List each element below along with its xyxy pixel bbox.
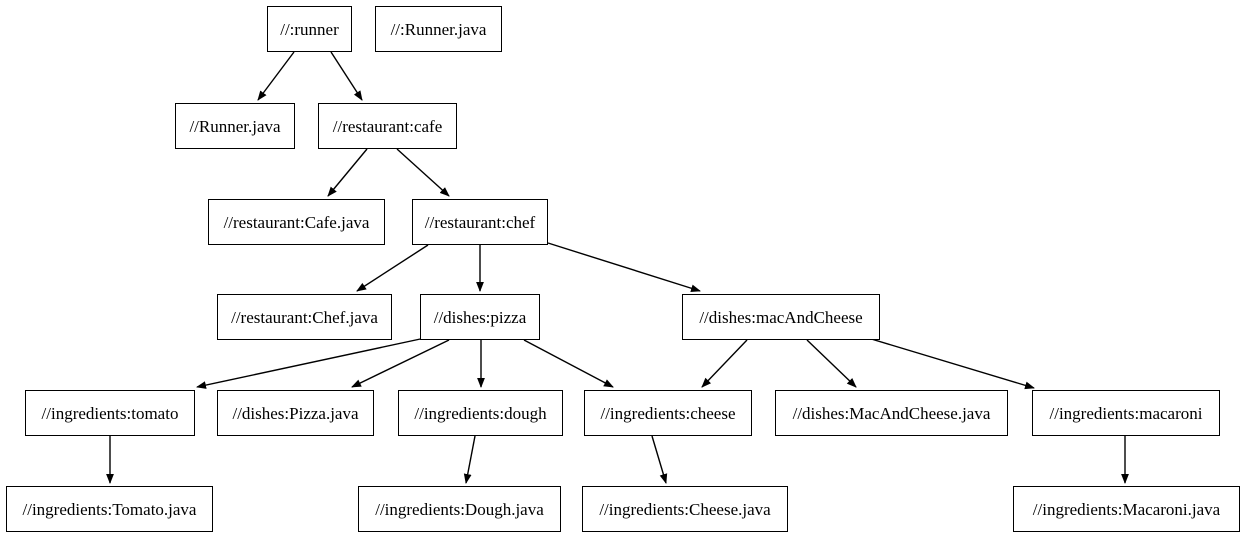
node-runner-java: //Runner.java (175, 103, 295, 149)
edge-runner-to-cafe (330, 51, 363, 101)
node-mac-and-cheese-java: //dishes:MacAndCheese.java (775, 390, 1008, 436)
edge-cafe-to-chef (396, 148, 450, 197)
node-pizza-java: //dishes:Pizza.java (217, 390, 374, 436)
node-tomato: //ingredients:tomato (25, 390, 195, 436)
edge-chef-to-mac-and-cheese (547, 242, 701, 293)
node-tomato-java: //ingredients:Tomato.java (6, 486, 213, 532)
edge-pizza-to-tomato (196, 337, 426, 389)
edge-cafe-to-cafe-java (327, 148, 368, 197)
node-cheese: //ingredients:cheese (584, 390, 752, 436)
edge-mac-and-cheese-to-macaroni (867, 337, 1035, 390)
node-chef-java: //restaurant:Chef.java (217, 294, 392, 340)
edge-mac-and-cheese-to-mac-java (806, 339, 857, 388)
node-cheese-java: //ingredients:Cheese.java (582, 486, 788, 532)
node-runner-java-src: //:Runner.java (375, 6, 502, 52)
node-macaroni-java: //ingredients:Macaroni.java (1013, 486, 1240, 532)
edge-chef-to-chef-java (356, 244, 429, 292)
edge-cheese-to-cheese-java (651, 435, 668, 484)
node-dough-java: //ingredients:Dough.java (358, 486, 561, 532)
node-cafe: //restaurant:cafe (318, 103, 457, 149)
edge-pizza-to-pizza-java (351, 339, 450, 388)
node-dough: //ingredients:dough (398, 390, 563, 436)
edge-runner-to-runner-java (257, 51, 295, 101)
node-macaroni: //ingredients:macaroni (1032, 390, 1220, 436)
node-chef: //restaurant:chef (412, 199, 548, 245)
edge-pizza-to-cheese (523, 339, 614, 388)
node-runner: //:runner (267, 6, 352, 52)
node-mac-and-cheese: //dishes:macAndCheese (682, 294, 880, 340)
node-pizza: //dishes:pizza (420, 294, 540, 340)
node-cafe-java: //restaurant:Cafe.java (208, 199, 385, 245)
edge-dough-to-dough-java (463, 435, 476, 484)
edge-mac-and-cheese-to-cheese (701, 339, 748, 388)
